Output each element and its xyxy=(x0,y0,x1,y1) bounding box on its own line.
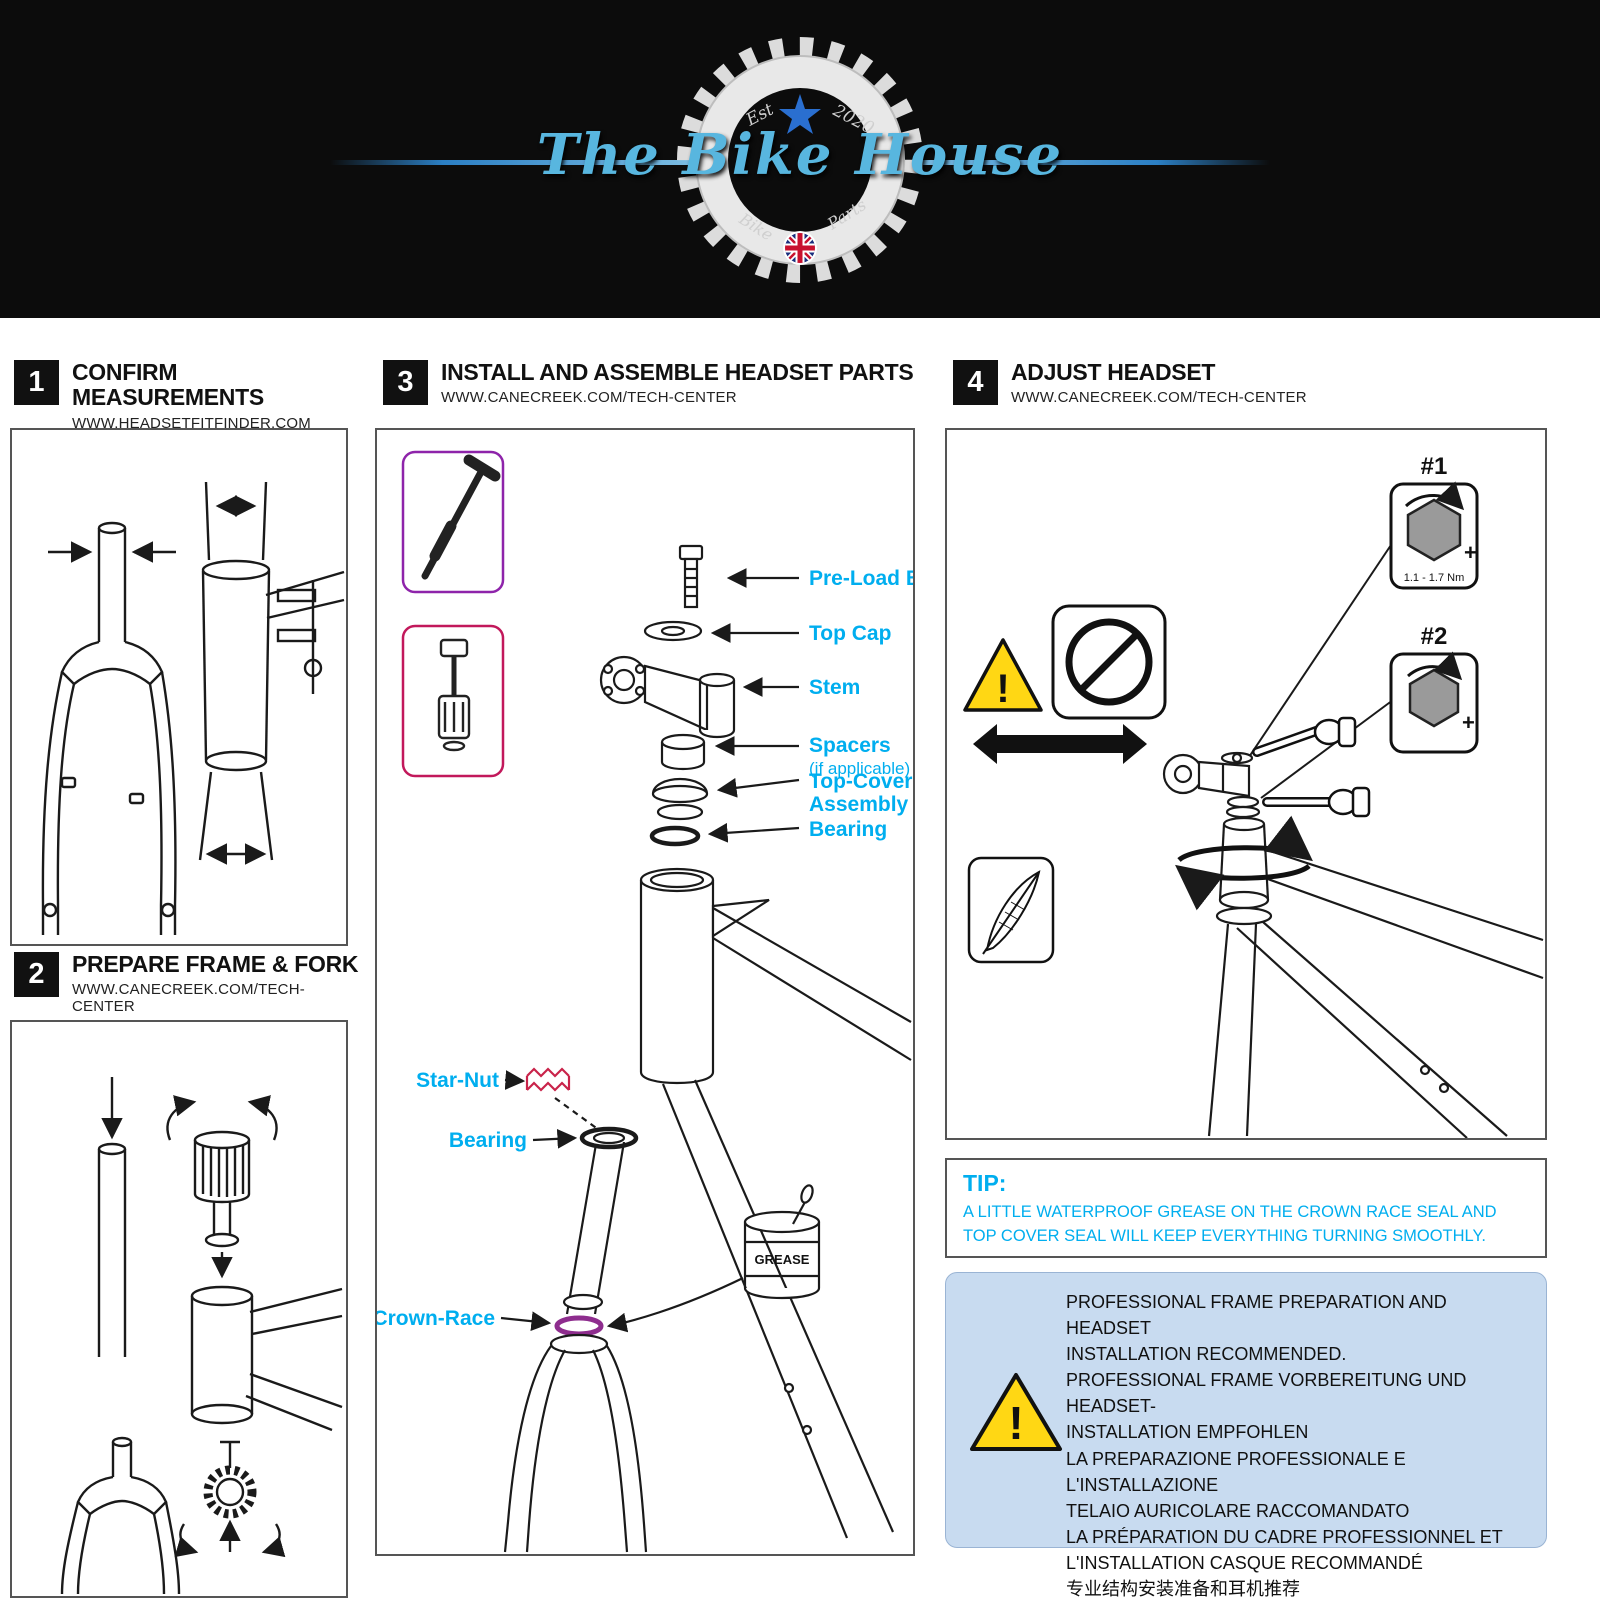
warning-exclamation: ! xyxy=(996,667,1009,711)
notice-box: ! PROFESSIONAL FRAME PREPARATION AND HEA… xyxy=(945,1272,1547,1599)
notice-line: INSTALLATION EMPFOHLEN xyxy=(1066,1422,1309,1443)
torque-range-label: 1.1 - 1.7 Nm xyxy=(1404,572,1465,584)
crown-race-part xyxy=(554,1315,604,1337)
notice-warning-icon: ! xyxy=(970,1373,1062,1451)
fork-steerer-diagram xyxy=(41,521,177,935)
notice-line: PROFESSIONAL FRAME PREPARATION AND HEADS… xyxy=(1066,1292,1447,1339)
hand-icon-1 xyxy=(1252,716,1357,757)
steerer-tube-diagram xyxy=(97,1077,127,1357)
label-spacers-note: (if applicable) xyxy=(809,759,910,778)
chainring-icon xyxy=(677,37,923,283)
section-header-install: 3 INSTALL AND ASSEMBLE HEADSET PARTS WWW… xyxy=(383,359,923,407)
section-url-install: WWW.CANECREEK.COM/TECH-CENTER xyxy=(441,389,737,407)
label-top-cover-1: Top-Cover xyxy=(809,770,912,793)
section-title-confirm: CONFIRM MEASUREMENTS xyxy=(72,359,264,411)
notice-line: PROFESSIONAL FRAME VORBEREITUNG UND HEAD… xyxy=(1066,1370,1467,1417)
label-star-nut: Star-Nut xyxy=(416,1069,499,1092)
plus-sign-2: + xyxy=(1462,710,1475,735)
notice-line: INSTALLATION RECOMMENDED. xyxy=(1066,1344,1347,1365)
top-cover-part xyxy=(651,777,709,821)
tool-box-purple xyxy=(401,450,505,594)
uk-flag-icon xyxy=(783,231,817,265)
section-url-prepare: WWW.CANECREEK.COM/TECH-CENTER xyxy=(72,981,305,1016)
stem-part xyxy=(599,655,736,739)
crown-race-cutter-diagram xyxy=(60,1436,286,1595)
notice-text: PROFESSIONAL FRAME PREPARATION AND HEADS… xyxy=(1066,1289,1531,1600)
rotation-arrow xyxy=(1175,815,1313,911)
section-title-install: INSTALL AND ASSEMBLE HEADSET PARTS xyxy=(441,359,914,385)
section-header-adjust: 4 ADJUST HEADSET WWW.CANECREEK.COM/TECH-… xyxy=(953,359,1553,407)
section-number-3: 3 xyxy=(383,360,428,405)
star-icon xyxy=(779,94,821,134)
plus-sign-1: + xyxy=(1464,540,1477,565)
torque-2-label: #2 xyxy=(1421,623,1448,650)
grease-can xyxy=(743,1184,821,1300)
section-number-4: 4 xyxy=(953,360,998,405)
panel-confirm-measurements xyxy=(10,428,348,946)
label-spacers: Spacers xyxy=(809,734,891,757)
install-assemble-diagram: Pre-Load Bolt Top Cap Stem Spacers (if a… xyxy=(377,450,913,1553)
head-tube-ream-diagram xyxy=(190,1285,343,1432)
label-top-cap: Top Cap xyxy=(809,622,891,645)
adjust-headset-diagram: #1 + 1.1 - 1.7 Nm #2 + ! xyxy=(963,453,1544,1138)
prohibition-icon xyxy=(1051,604,1167,720)
section-number-1: 1 xyxy=(14,360,59,405)
section-title-prepare: PREPARE FRAME & FORK xyxy=(72,951,359,977)
panel-adjust-headset: #1 + 1.1 - 1.7 Nm #2 + ! xyxy=(945,428,1547,1140)
torque-connector-lines xyxy=(1246,541,1394,799)
notice-line: TELAIO AURICOLARE RACCOMANDATO xyxy=(1066,1500,1410,1521)
torque-icon-1: #1 + 1.1 - 1.7 Nm xyxy=(1389,453,1479,590)
tip-body: A LITTLE WATERPROOF GREASE ON THE CROWN … xyxy=(963,1203,1497,1245)
exploded-headset xyxy=(503,544,912,1553)
preload-bolt-part xyxy=(678,544,704,609)
hex-bolt-icon xyxy=(1406,498,1462,562)
section-header-confirm: 1 CONFIRM MEASUREMENTS WWW.HEADSETFITFIN… xyxy=(14,359,359,432)
label-bearing-upper: Bearing xyxy=(809,818,887,841)
confirm-measurements-diagram xyxy=(41,481,345,935)
star-nut-part xyxy=(525,1067,571,1092)
label-arrows xyxy=(500,568,800,1332)
feather-icon xyxy=(967,856,1055,964)
section-number-2: 2 xyxy=(14,952,59,997)
panel-install-assemble: Pre-Load Bolt Top Cap Stem Spacers (if a… xyxy=(375,428,915,1556)
header-banner: Est 2020 Bike Parts The Bike House xyxy=(0,0,1600,318)
hex-bolt-icon-2 xyxy=(1408,668,1460,728)
label-top-cover-2: Assembly xyxy=(809,793,909,816)
torque-icon-2: #2 + xyxy=(1389,623,1479,754)
notice-line: LA PRÉPARATION DU CADRE PROFESSIONNEL ET xyxy=(1066,1526,1503,1547)
notice-line: LA PREPARAZIONE PROFESSIONALE E L'INSTAL… xyxy=(1066,1448,1406,1495)
fork-steerer-part xyxy=(503,1126,648,1553)
crown-race-setting-tool xyxy=(166,1095,278,1279)
frame-head-tube xyxy=(639,867,912,1539)
hand-icon-2 xyxy=(1262,786,1371,818)
section-url-adjust: WWW.CANECREEK.COM/TECH-CENTER xyxy=(1011,389,1307,407)
grease-can-label: GREASE xyxy=(755,1252,810,1267)
label-bearing-lower: Bearing xyxy=(449,1129,527,1152)
headset-adjust-assembly xyxy=(1162,751,1544,1138)
warning-icon: ! xyxy=(963,638,1043,712)
prepare-frame-fork-diagram xyxy=(60,1077,343,1595)
brand-title: The Bike House xyxy=(536,122,1064,188)
section-title-adjust: ADJUST HEADSET xyxy=(1011,359,1216,385)
head-tube-measure-diagram xyxy=(198,481,345,865)
spacers-part xyxy=(660,733,706,771)
bearing-part-upper xyxy=(649,825,701,847)
top-cap-part xyxy=(643,620,703,642)
notice-line: L'INSTALLATION CASQUE RECOMMANDÉ xyxy=(1066,1552,1423,1573)
tool-box-pink xyxy=(401,624,505,778)
section-url-confirm: WWW.HEADSETFITFINDER.COM xyxy=(72,414,311,432)
label-stem: Stem xyxy=(809,676,860,699)
notice-exclamation: ! xyxy=(1008,1397,1023,1449)
caliper-icon xyxy=(276,580,323,694)
tip-box: TIP: A LITTLE WATERPROOF GREASE ON THE C… xyxy=(945,1158,1547,1258)
section-header-prepare: 2 PREPARE FRAME & FORK WWW.CANECREEK.COM… xyxy=(14,951,359,1016)
notice-line: 专业结构安装准备和耳机推荐 xyxy=(1066,1579,1300,1600)
double-arrow-icon xyxy=(973,724,1147,764)
panel-prepare-frame-fork xyxy=(10,1020,348,1598)
torque-1-label: #1 xyxy=(1421,453,1448,480)
label-crown-race: Crown-Race xyxy=(377,1307,495,1330)
label-preload-bolt: Pre-Load Bolt xyxy=(809,567,913,590)
tip-title: TIP: xyxy=(963,1170,1007,1196)
bike-house-logo: Est 2020 Bike Parts xyxy=(677,37,923,283)
